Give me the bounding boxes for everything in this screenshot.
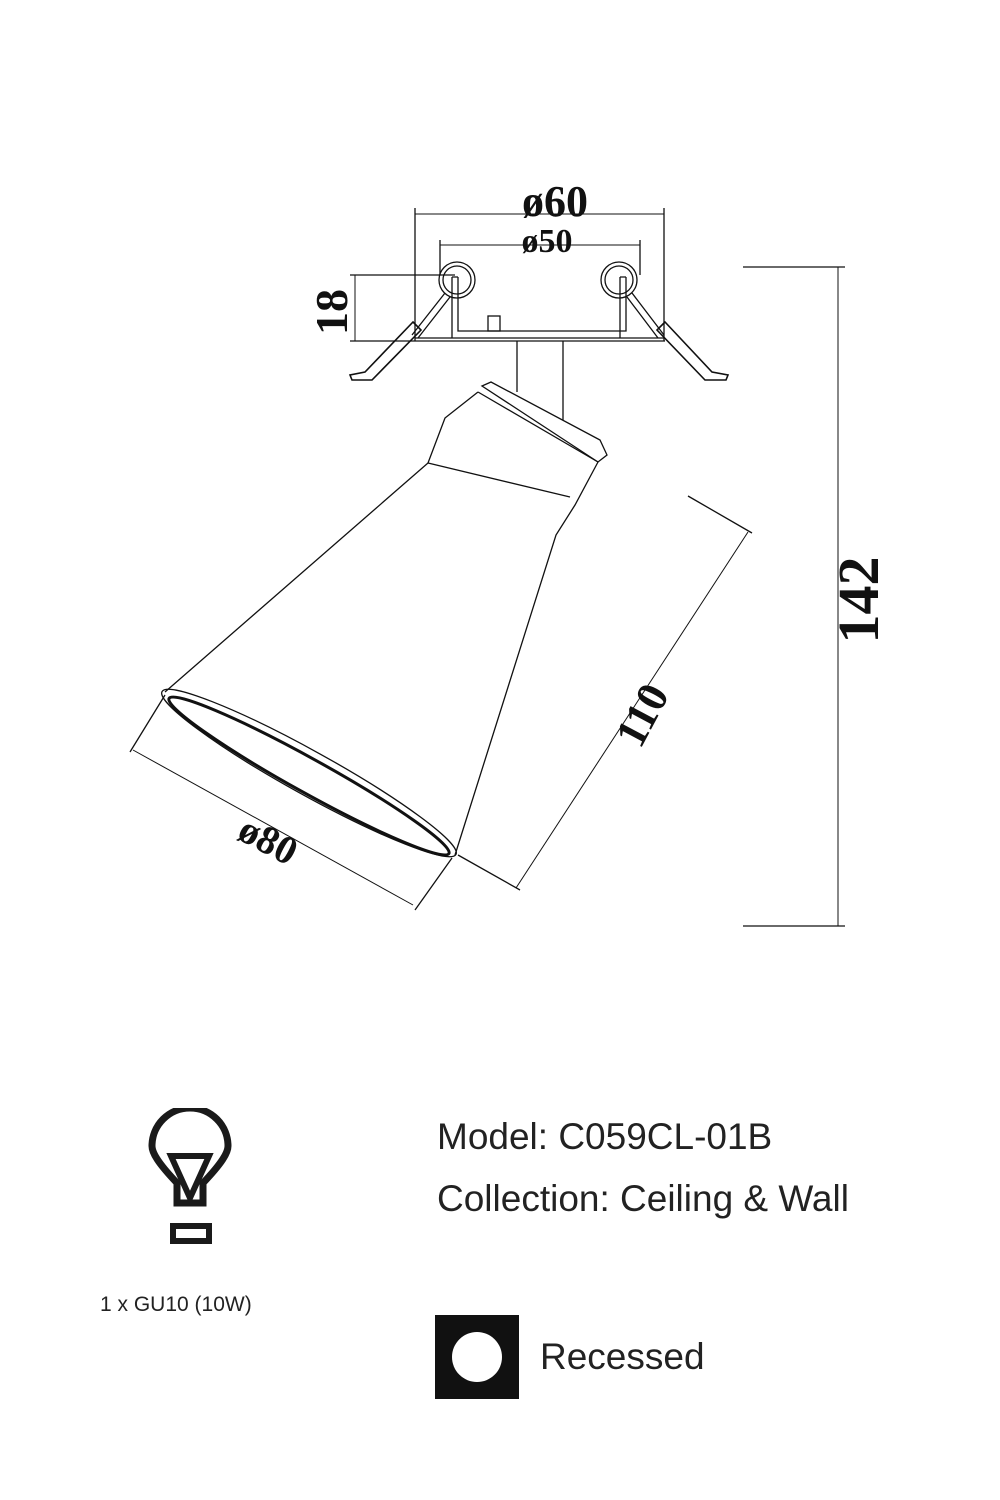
dimension-height-142: 142	[743, 266, 891, 927]
collection-label: Collection: Ceiling & Wall	[437, 1178, 849, 1219]
bulb-spec: 1 x GU10 (10W)	[100, 1293, 252, 1316]
dim-label-60: ø60	[522, 177, 588, 226]
dimension-diameter-50: ø50	[439, 223, 641, 275]
dim-label-110: 110	[606, 676, 679, 755]
recessed-mount-icon	[435, 1315, 519, 1399]
dimension-length-110: 110	[457, 495, 753, 891]
mounting-bracket	[348, 261, 730, 381]
dimension-diameter-60: ø60	[414, 177, 665, 341]
dim-label-80: ø80	[231, 806, 305, 874]
dim-label-18: 18	[306, 289, 357, 335]
model-label: Model: C059CL-01B	[437, 1116, 773, 1157]
dimension-diameter-80: ø80	[129, 694, 453, 911]
dim-label-50: ø50	[522, 223, 573, 260]
dim-label-142: 142	[826, 557, 891, 644]
technical-drawing: ø60 ø50 18	[129, 177, 891, 927]
stem	[516, 341, 564, 420]
mounting-type-label: Recessed	[540, 1336, 705, 1377]
spotlight-shade	[161, 381, 608, 858]
light-bulb-icon	[148, 1108, 232, 1244]
dimension-depth-18: 18	[306, 274, 455, 342]
